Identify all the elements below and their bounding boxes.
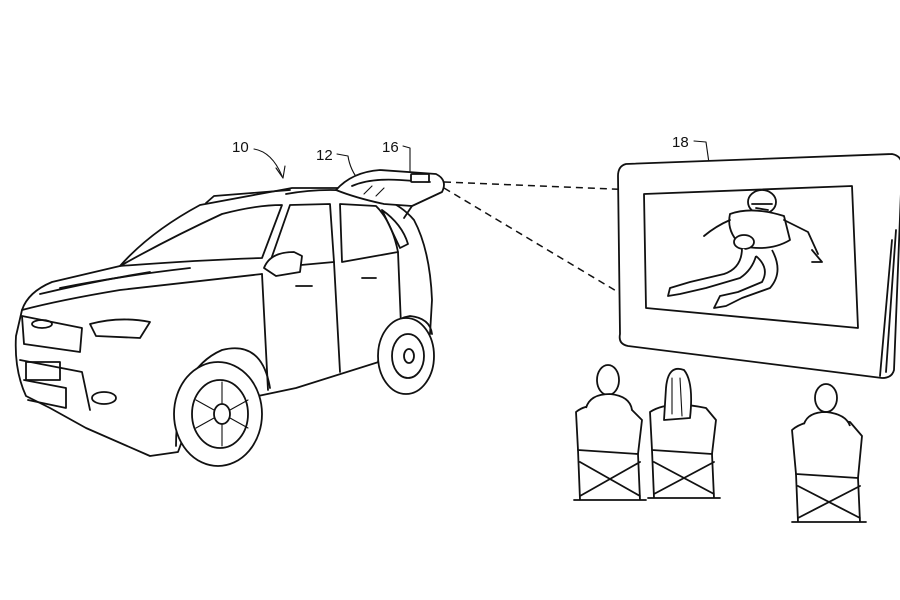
projector-icon bbox=[410, 173, 430, 183]
football-player-image bbox=[667, 189, 823, 309]
label-projector: 16 bbox=[382, 139, 399, 156]
seated-viewer-icon bbox=[647, 367, 721, 499]
leader-projector bbox=[402, 145, 415, 175]
leader-vehicle bbox=[253, 148, 283, 177]
projection-beam bbox=[443, 181, 639, 305]
label-vehicle: 10 bbox=[232, 139, 249, 156]
label-screen: 18 bbox=[672, 134, 689, 151]
seated-viewer-icon bbox=[573, 364, 647, 501]
projection-screen-icon bbox=[617, 153, 900, 379]
label-liftgate: 12 bbox=[316, 147, 333, 164]
seated-viewer-icon bbox=[791, 383, 867, 523]
suv-vehicle-icon bbox=[14, 187, 435, 467]
